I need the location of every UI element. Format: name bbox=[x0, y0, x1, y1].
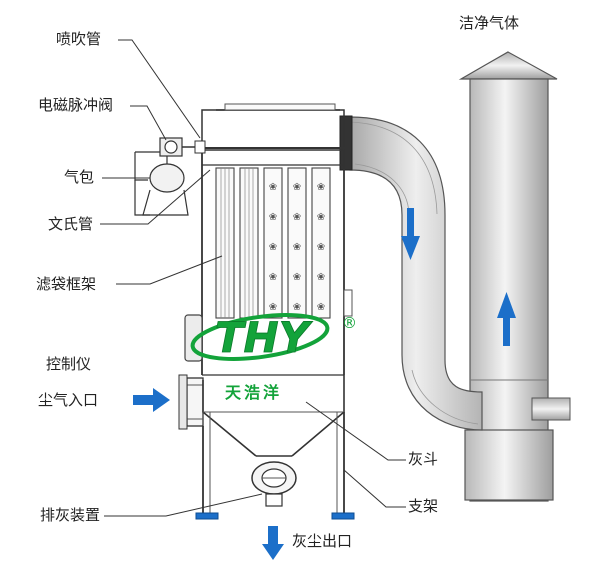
label-pulse-valve: 电磁脉冲阀 bbox=[38, 96, 114, 114]
label-bag-cage: 滤袋框架 bbox=[36, 275, 97, 293]
exhaust-stack bbox=[458, 51, 571, 502]
svg-text:❀: ❀ bbox=[269, 272, 277, 283]
label-dust-inlet: 尘气入口 bbox=[38, 391, 99, 409]
label-dust-outlet: 灰尘出口 bbox=[292, 532, 353, 550]
flow-down-arrow-icon bbox=[401, 208, 420, 260]
leader-lines bbox=[100, 39, 406, 517]
inlet-arrow-icon bbox=[133, 388, 170, 412]
svg-text:❀: ❀ bbox=[317, 272, 325, 283]
svg-text:❀: ❀ bbox=[317, 302, 325, 313]
logo-company-name: 天浩洋 bbox=[225, 383, 283, 402]
label-clean-gas: 洁净气体 bbox=[459, 14, 520, 32]
svg-text:❀: ❀ bbox=[269, 182, 277, 193]
collector-housing bbox=[184, 103, 353, 376]
compressed-air-piping bbox=[134, 151, 160, 216]
outlet-duct bbox=[339, 115, 483, 431]
logo-letters: THY bbox=[215, 313, 313, 362]
label-support: 支架 bbox=[408, 497, 439, 515]
thy-logo: THY ® bbox=[190, 313, 357, 362]
svg-text:❀: ❀ bbox=[293, 272, 301, 283]
label-discharge: 排灰装置 bbox=[40, 506, 101, 524]
pulse-valve-assembly bbox=[159, 137, 206, 157]
svg-text:❀: ❀ bbox=[293, 302, 301, 313]
flow-up-arrow-icon bbox=[497, 292, 516, 346]
label-spray-pipe: 喷吹管 bbox=[56, 30, 102, 48]
label-air-bag: 气包 bbox=[64, 168, 95, 186]
filter-bags: ❀ ❀ ❀ ❀ ❀ ❀ ❀ ❀ ❀ ❀ ❀ ❀ ❀ ❀ ❀ bbox=[215, 167, 331, 319]
svg-text:❀: ❀ bbox=[293, 242, 301, 253]
label-venturi: 文氏管 bbox=[48, 215, 94, 233]
svg-text:❀: ❀ bbox=[317, 212, 325, 223]
label-controller: 控制仪 bbox=[46, 355, 92, 373]
label-hopper: 灰斗 bbox=[408, 450, 439, 468]
svg-text:❀: ❀ bbox=[317, 182, 325, 193]
discharge-valve bbox=[251, 461, 297, 507]
outlet-arrow-icon bbox=[262, 526, 284, 560]
svg-text:❀: ❀ bbox=[269, 242, 277, 253]
inlet-flange bbox=[178, 374, 204, 430]
registered-mark: ® bbox=[342, 314, 357, 332]
svg-text:❀: ❀ bbox=[317, 242, 325, 253]
svg-text:❀: ❀ bbox=[269, 302, 277, 313]
svg-text:❀: ❀ bbox=[293, 212, 301, 223]
svg-text:❀: ❀ bbox=[293, 182, 301, 193]
air-bag bbox=[142, 156, 189, 216]
svg-text:❀: ❀ bbox=[269, 212, 277, 223]
